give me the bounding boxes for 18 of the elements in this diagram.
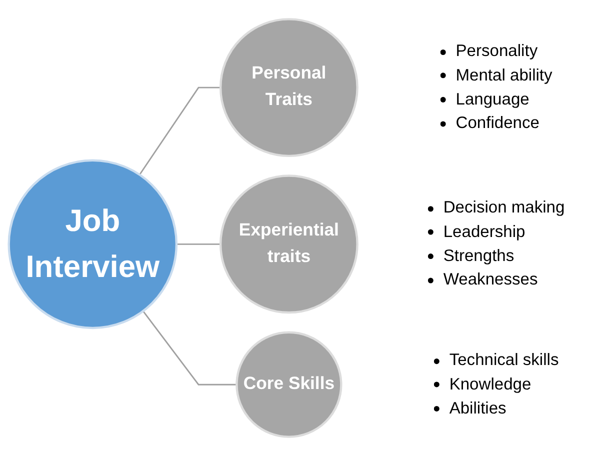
node-label: Personality <box>456 42 538 61</box>
node-label: Leadership <box>443 222 526 242</box>
connector <box>176 243 221 245</box>
node-circle: Core Skills <box>236 331 342 438</box>
node-label: Weaknesses <box>443 270 538 290</box>
node-label: Language <box>456 90 530 109</box>
node-label: Confidence <box>456 114 540 132</box>
node-circle: Experiential traits <box>219 174 358 314</box>
connector <box>138 86 221 176</box>
node-label: Technical skills <box>449 350 559 370</box>
connector <box>142 310 237 386</box>
node-label: Decision making <box>443 198 565 218</box>
node-circle: Job Interview <box>8 159 178 330</box>
node-label: Knowledge <box>449 374 532 394</box>
node-label: Mental ability <box>456 66 552 85</box>
node-circle: Personal Traits <box>219 18 358 158</box>
node-label: Abilities <box>449 398 506 418</box>
node-label: Strengths <box>443 246 514 266</box>
